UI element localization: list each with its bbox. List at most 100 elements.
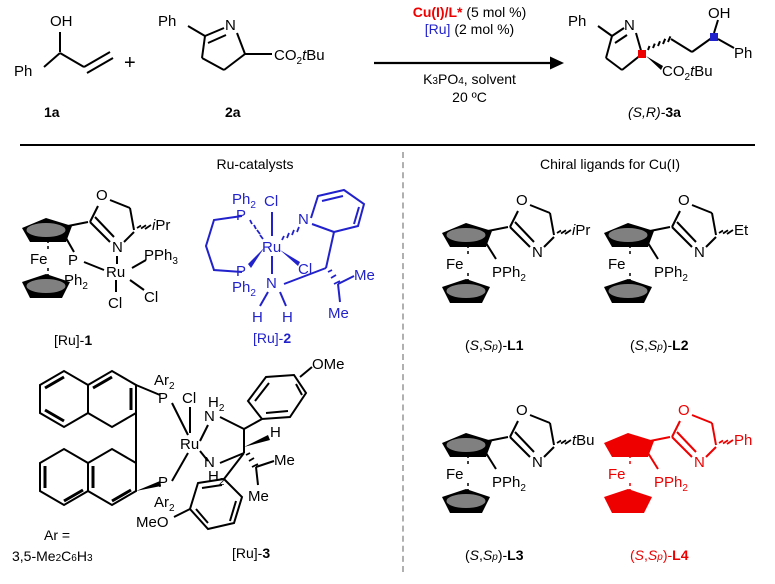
label-me2-ru2: Me — [328, 305, 349, 322]
structure-ligand-l1: Fe O N iPr PPh2 — [438, 185, 608, 335]
hashed-wedge-substituent-l2 — [718, 229, 734, 235]
label-me1-ru2: Me — [354, 267, 375, 284]
ferrocene-bottom-cp-l4 — [604, 489, 652, 513]
label-ru-ru1: Ru — [106, 264, 125, 281]
label-nh2-top-ru3: H2 — [208, 394, 225, 414]
ferrocene-top-cp-l1 — [442, 223, 492, 247]
bold-wedge-p-lower — [136, 481, 161, 491]
hashed-wedge-ptop-ru2 — [249, 219, 264, 240]
label-n-l3: N — [532, 454, 543, 471]
ferrocene-bottom-cp-l1 — [442, 279, 490, 303]
plus-sign: + — [124, 52, 136, 74]
structure-ligand-l3: Fe O N tBu PPh2 — [438, 395, 608, 545]
hashed-wedge-npy-ru2 — [281, 226, 300, 241]
label-ph-product-left: Ph — [568, 13, 586, 30]
label-pph3-ru1: PPh3 — [144, 247, 178, 267]
label-o-l4: O — [678, 402, 690, 419]
label-n-top-ru3: N — [204, 408, 215, 425]
label-cl-ru3: Cl — [182, 390, 196, 407]
label-cl2-ru1: Cl — [144, 289, 158, 306]
label-cl-top-ru2: Cl — [264, 193, 278, 210]
pyridine-ring-ru2 — [310, 188, 366, 233]
panel-title-ru-catalysts: Ru-catalysts — [216, 156, 294, 172]
label-fe-l4: Fe — [608, 466, 626, 483]
label-ar2-top-ru3: Ar2 — [154, 372, 175, 392]
label-pph2-l3: PPh2 — [492, 474, 526, 494]
label-n-l4: N — [694, 454, 705, 471]
label-me2-ru3: Me — [248, 488, 269, 505]
label-meo-ru3: MeO — [136, 514, 169, 531]
label-pph2-l1: PPh2 — [492, 264, 526, 284]
ar-definition-line1: Ar = — [44, 527, 71, 543]
ferrocene-top-cp-l2 — [604, 223, 654, 247]
ferrocene-top-cp — [22, 218, 72, 242]
label-ph2-top-ru2: Ph2 — [232, 191, 256, 211]
label-ar2-bot-ru3: Ar2 — [154, 494, 175, 514]
label-ligand-l4: (S,Sp)-L4 — [630, 547, 689, 563]
naphthalene-lower — [39, 447, 137, 507]
label-cl1-ru1: Cl — [108, 295, 122, 312]
label-substituent-l3: tBu — [572, 432, 595, 449]
label-ph-product-right: Ph — [734, 45, 752, 62]
condition-temperature: 20 ºC — [452, 89, 487, 105]
hashed-wedge-chain — [647, 36, 672, 51]
label-p-top-ru3: P — [158, 390, 168, 407]
ar-definition-line2: 3,5-Me2C6H3 — [12, 548, 93, 564]
label-nh2-bot-ru3: H2 — [208, 468, 225, 488]
hashed-wedge-ipr-ru1 — [136, 224, 152, 230]
hashed-wedge-ipr-ru2 — [327, 269, 341, 285]
hashed-wedge-substituent-l3 — [556, 439, 572, 445]
label-n-bot-ru3: N — [204, 454, 215, 471]
label-substituent-l4: Ph — [734, 432, 752, 449]
structure-ru-3: P P Ar2 Ar2 Ru Cl N H2 N H2 — [12, 355, 412, 570]
label-oh-1a: OH — [50, 13, 73, 30]
bold-wedge-ester — [646, 56, 663, 70]
label-ru-1: [Ru]-1 — [54, 332, 93, 348]
label-h2-ru2: H — [282, 309, 293, 326]
condition-cu-catalyst: Cu(I)/L* (5 mol %) — [412, 4, 527, 20]
label-ester-product: CO2tBu — [662, 63, 713, 83]
aryl-ome-lower — [188, 477, 244, 531]
ferrocene-bottom-cp-l2 — [604, 279, 652, 303]
reactant-1a-structure: OH Ph — [8, 8, 148, 103]
label-n-product: N — [624, 17, 635, 34]
label-o-ru1: O — [96, 187, 108, 204]
label-ipr-ru1: iPr — [152, 217, 170, 234]
label-ph2-ru1: Ph2 — [64, 272, 88, 292]
label-h-ru3: H — [270, 424, 281, 441]
structure-ligand-l4: Fe O N Ph PPh2 — [600, 395, 770, 545]
bold-wedge-h-ru3 — [244, 435, 270, 447]
label-o-l1: O — [516, 192, 528, 209]
label-n-amine-ru2: N — [266, 275, 277, 292]
panel-title-chiral-ligands: Chiral ligands for Cu(I) — [539, 156, 681, 172]
label-ru-ru3: Ru — [180, 436, 199, 453]
ferrocene-bottom-cp — [22, 274, 70, 298]
label-n-2a: N — [225, 17, 236, 34]
product-3a-label: (S,R)-3a — [628, 104, 681, 120]
structure-ru-2: P P Ph2 Ph2 Ru Cl Cl N — [196, 176, 406, 336]
label-ligand-l3: (S,Sp)-L3 — [465, 547, 524, 563]
label-o-l2: O — [678, 192, 690, 209]
label-ome-ru3: OMe — [312, 356, 345, 373]
label-ph-1a: Ph — [14, 63, 32, 80]
label-ligand-l2: (S,Sp)-L2 — [630, 337, 689, 353]
label-ph2-bot-ru2: Ph2 — [232, 279, 256, 299]
stereocenter-carbinol-marker — [710, 33, 718, 41]
label-p-bot-ru3: P — [158, 474, 168, 491]
reactant-2a-label: 2a — [225, 104, 241, 120]
bold-wedge-cl-ru2 — [280, 250, 300, 266]
ferrocene-bottom-cp-l3 — [442, 489, 490, 513]
label-fe-l1: Fe — [446, 256, 464, 273]
label-n-l1: N — [532, 244, 543, 261]
naphthalene-upper — [39, 369, 137, 429]
label-ph-2a: Ph — [158, 13, 176, 30]
label-ru-2: [Ru]-2 — [253, 330, 292, 346]
label-substituent-l1: iPr — [572, 222, 590, 239]
ferrocene-top-cp-l4 — [604, 433, 654, 457]
label-n-l2: N — [694, 244, 705, 261]
bold-wedge-pbot-ru2 — [248, 248, 264, 268]
label-p-bot-ru2: P — [236, 263, 246, 280]
label-n-ru1: N — [112, 239, 123, 256]
label-p-ru1: P — [68, 252, 78, 269]
